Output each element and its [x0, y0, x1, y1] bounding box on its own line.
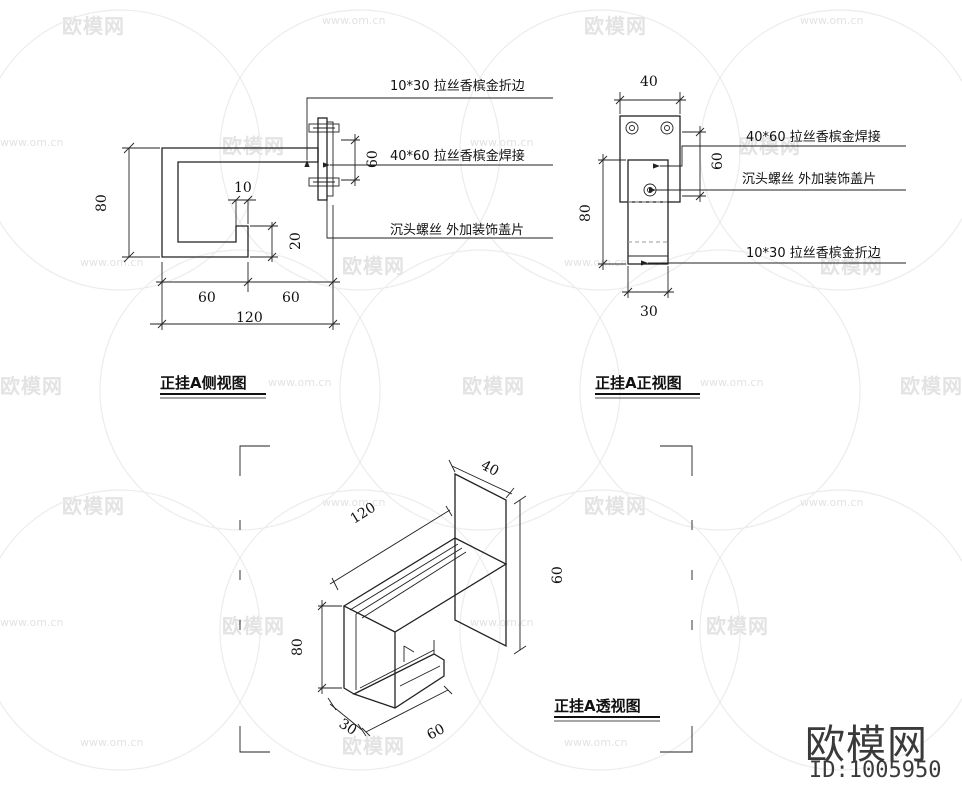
watermark-url: www.om.cn — [268, 376, 332, 389]
persp-bottom — [352, 653, 445, 709]
front-callout-weld: 40*60 拉丝香槟金焊接 — [746, 129, 881, 145]
watermark-url: www.om.cn — [470, 136, 534, 149]
screw-top — [308, 123, 340, 133]
persp-dim-bottom: 60 — [424, 721, 447, 743]
side-view: 80 10 20 60 60 — [94, 78, 553, 399]
dim-gap: 10 — [234, 180, 252, 196]
watermark-url: www.om.cn — [800, 14, 864, 27]
dim-left: 60 — [198, 290, 216, 306]
front-plate — [619, 115, 681, 203]
watermark-circles — [0, 9, 962, 771]
watermark-logo: 欧模网 — [706, 614, 769, 638]
watermark-url: www.om.cn — [470, 616, 534, 629]
watermark-logo: 欧模网 — [584, 14, 647, 38]
watermark-logo: 欧模网 — [222, 614, 285, 638]
callout-screw: 沉头螺丝 外加装饰盖片 — [390, 223, 524, 238]
perspective-view: 40 120 60 80 30 60 正挂A透视图 — [239, 445, 693, 753]
persp-dim-w: 30 — [336, 716, 360, 739]
watermark-url: www.om.cn — [322, 496, 386, 509]
dim-total: 120 — [236, 310, 263, 326]
watermark-url: www.om.cn — [564, 256, 628, 269]
watermark-logo: 欧模网 — [462, 374, 525, 398]
persp-dim-depth: 120 — [348, 500, 379, 528]
dim-height: 80 — [94, 194, 110, 212]
watermark-url: www.om.cn — [322, 14, 386, 27]
callout-fold-edge: 10*30 拉丝香槟金折边 — [390, 78, 525, 94]
watermark-logo: 欧模网 — [222, 134, 285, 158]
watermark-logo: 欧模网 — [342, 734, 405, 758]
front-arm — [627, 159, 669, 265]
dim-right: 60 — [282, 290, 300, 306]
watermark-url: www.om.cn — [0, 136, 64, 149]
brand-id: ID:1005950 — [809, 758, 942, 783]
front-callout-screw: 沉头螺丝 外加装饰盖片 — [742, 172, 876, 187]
front-view: 40 60 80 30 40*60 拉丝香槟金焊接 — [578, 74, 906, 399]
watermark-url: www.om.cn — [0, 616, 64, 629]
mount-plate — [317, 117, 328, 201]
side-view-title: 正挂A侧视图 — [160, 374, 247, 392]
callout-weld: 40*60 拉丝香槟金焊接 — [390, 148, 525, 164]
perspective-view-title: 正挂A透视图 — [554, 697, 641, 715]
front-view-title: 正挂A正视图 — [595, 374, 682, 392]
dim-plate: 60 — [365, 150, 381, 168]
front-dim-top: 40 — [640, 74, 658, 90]
watermark-logo: 欧模网 — [820, 254, 883, 278]
watermark-url: www.om.cn — [564, 736, 628, 749]
brand-logo: 欧模网 — [805, 722, 928, 768]
persp-top-arm — [342, 537, 508, 633]
front-dim-plate: 60 — [710, 152, 726, 170]
plate-flange — [326, 121, 334, 197]
dim-lip: 20 — [288, 232, 304, 250]
watermark-logo: 欧模网 — [900, 374, 962, 398]
watermark-logo: 欧模网 — [0, 374, 63, 398]
front-dim-bottom: 30 — [640, 304, 658, 320]
watermark-url: www.om.cn — [700, 376, 764, 389]
persp-dim-plate-h: 60 — [550, 566, 566, 584]
persp-dim-plate-w: 40 — [478, 457, 501, 479]
screw-bottom — [308, 177, 340, 187]
front-dim-height: 80 — [578, 204, 594, 222]
front-callout-fold: 10*30 拉丝香槟金折边 — [746, 245, 881, 261]
watermark-logo: 欧模网 — [584, 494, 647, 518]
persp-dim-height: 80 — [290, 638, 306, 656]
watermark-url: www.om.cn — [800, 496, 864, 509]
watermark-url: www.om.cn — [80, 256, 144, 269]
watermark-logo: 欧模网 — [342, 254, 405, 278]
watermark-url: www.om.cn — [80, 736, 144, 749]
